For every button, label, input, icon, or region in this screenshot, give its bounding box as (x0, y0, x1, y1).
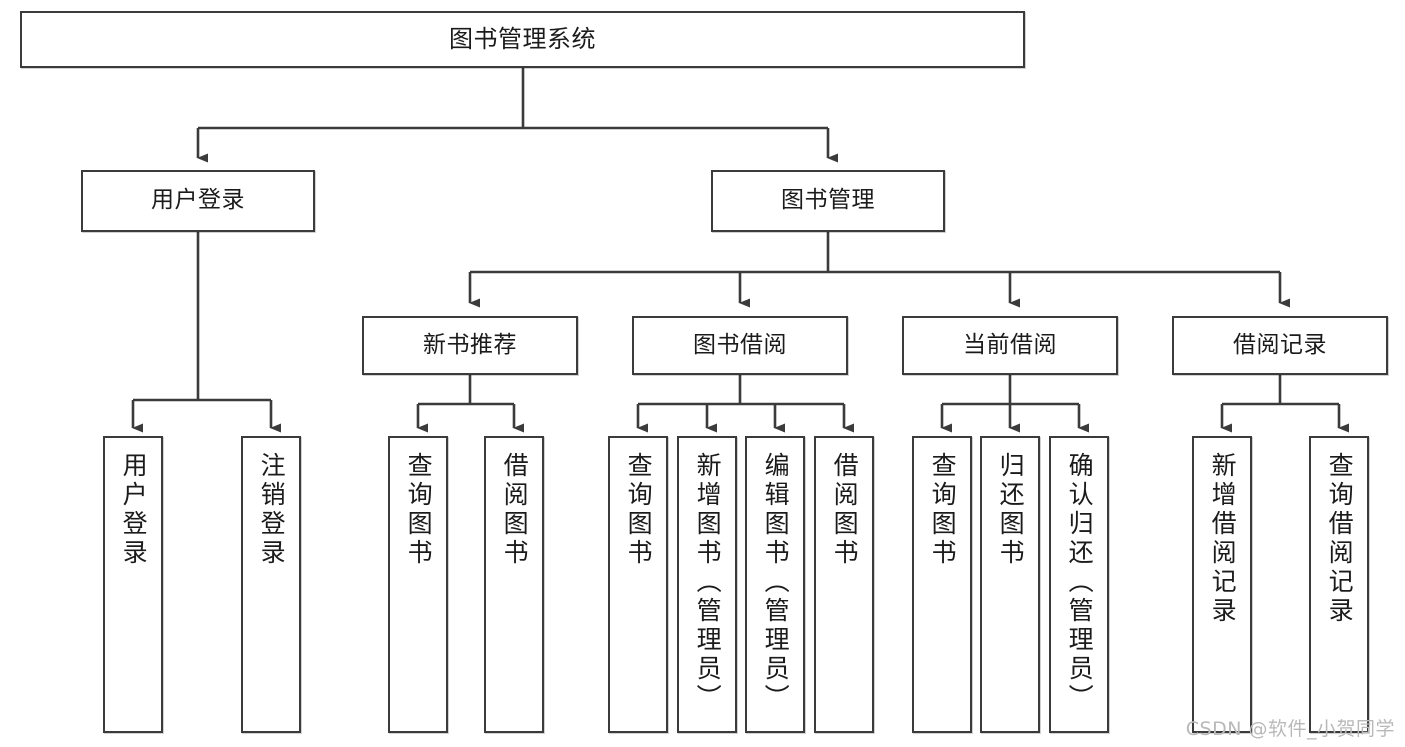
node-new-book-recommend[interactable]: 新书推荐 (362, 316, 578, 375)
node-leaf-user-login[interactable]: 用户登录 (103, 436, 163, 733)
node-leaf-borrow-book-1[interactable]: 借阅图书 (484, 436, 544, 733)
node-leaf-confirm-return-label: 确认归还（管理员） (1065, 452, 1095, 713)
watermark: CSDN @软件_小贺同学 (1185, 718, 1395, 740)
node-leaf-edit-book-label: 编辑图书（管理员） (761, 452, 791, 713)
node-book-manage[interactable]: 图书管理 (711, 170, 945, 232)
node-leaf-query-book-3[interactable]: 查询图书 (912, 436, 972, 733)
node-leaf-query-book-1-label: 查询图书 (404, 452, 434, 568)
node-leaf-user-login-label: 用户登录 (119, 452, 149, 568)
node-root-label: 图书管理系统 (449, 25, 596, 54)
node-current-borrow-label: 当前借阅 (963, 331, 1057, 358)
node-new-book-recommend-label: 新书推荐 (423, 331, 517, 358)
node-user-login[interactable]: 用户登录 (81, 170, 315, 232)
node-leaf-edit-book[interactable]: 编辑图书（管理员） (745, 436, 805, 733)
node-leaf-query-book-2[interactable]: 查询图书 (608, 436, 668, 733)
node-current-borrow[interactable]: 当前借阅 (902, 316, 1118, 375)
node-leaf-query-book-3-label: 查询图书 (928, 452, 958, 568)
node-leaf-add-book[interactable]: 新增图书（管理员） (677, 436, 737, 733)
node-leaf-return-book[interactable]: 归还图书 (980, 436, 1040, 733)
node-leaf-user-logout-label: 注销登录 (257, 452, 287, 568)
node-leaf-query-record-label: 查询借阅记录 (1325, 452, 1355, 626)
node-leaf-query-record[interactable]: 查询借阅记录 (1309, 436, 1369, 733)
node-leaf-query-book-2-label: 查询图书 (624, 452, 654, 568)
node-leaf-add-record-label: 新增借阅记录 (1208, 452, 1238, 626)
node-leaf-return-book-label: 归还图书 (996, 452, 1026, 568)
node-root[interactable]: 图书管理系统 (20, 11, 1025, 68)
node-borrow-record-label: 借阅记录 (1233, 331, 1327, 358)
node-leaf-add-book-label: 新增图书（管理员） (693, 452, 723, 713)
node-book-borrow-label: 图书借阅 (693, 331, 787, 358)
node-leaf-borrow-book-2[interactable]: 借阅图书 (814, 436, 874, 733)
node-leaf-user-logout[interactable]: 注销登录 (241, 436, 301, 733)
node-book-manage-label: 图书管理 (781, 187, 875, 214)
node-leaf-add-record[interactable]: 新增借阅记录 (1192, 436, 1252, 733)
node-leaf-borrow-book-2-label: 借阅图书 (830, 452, 860, 568)
node-borrow-record[interactable]: 借阅记录 (1172, 316, 1388, 375)
node-leaf-borrow-book-1-label: 借阅图书 (500, 452, 530, 568)
node-user-login-label: 用户登录 (151, 187, 245, 214)
node-leaf-query-book-1[interactable]: 查询图书 (388, 436, 448, 733)
node-book-borrow[interactable]: 图书借阅 (632, 316, 848, 375)
node-leaf-confirm-return[interactable]: 确认归还（管理员） (1049, 436, 1109, 733)
